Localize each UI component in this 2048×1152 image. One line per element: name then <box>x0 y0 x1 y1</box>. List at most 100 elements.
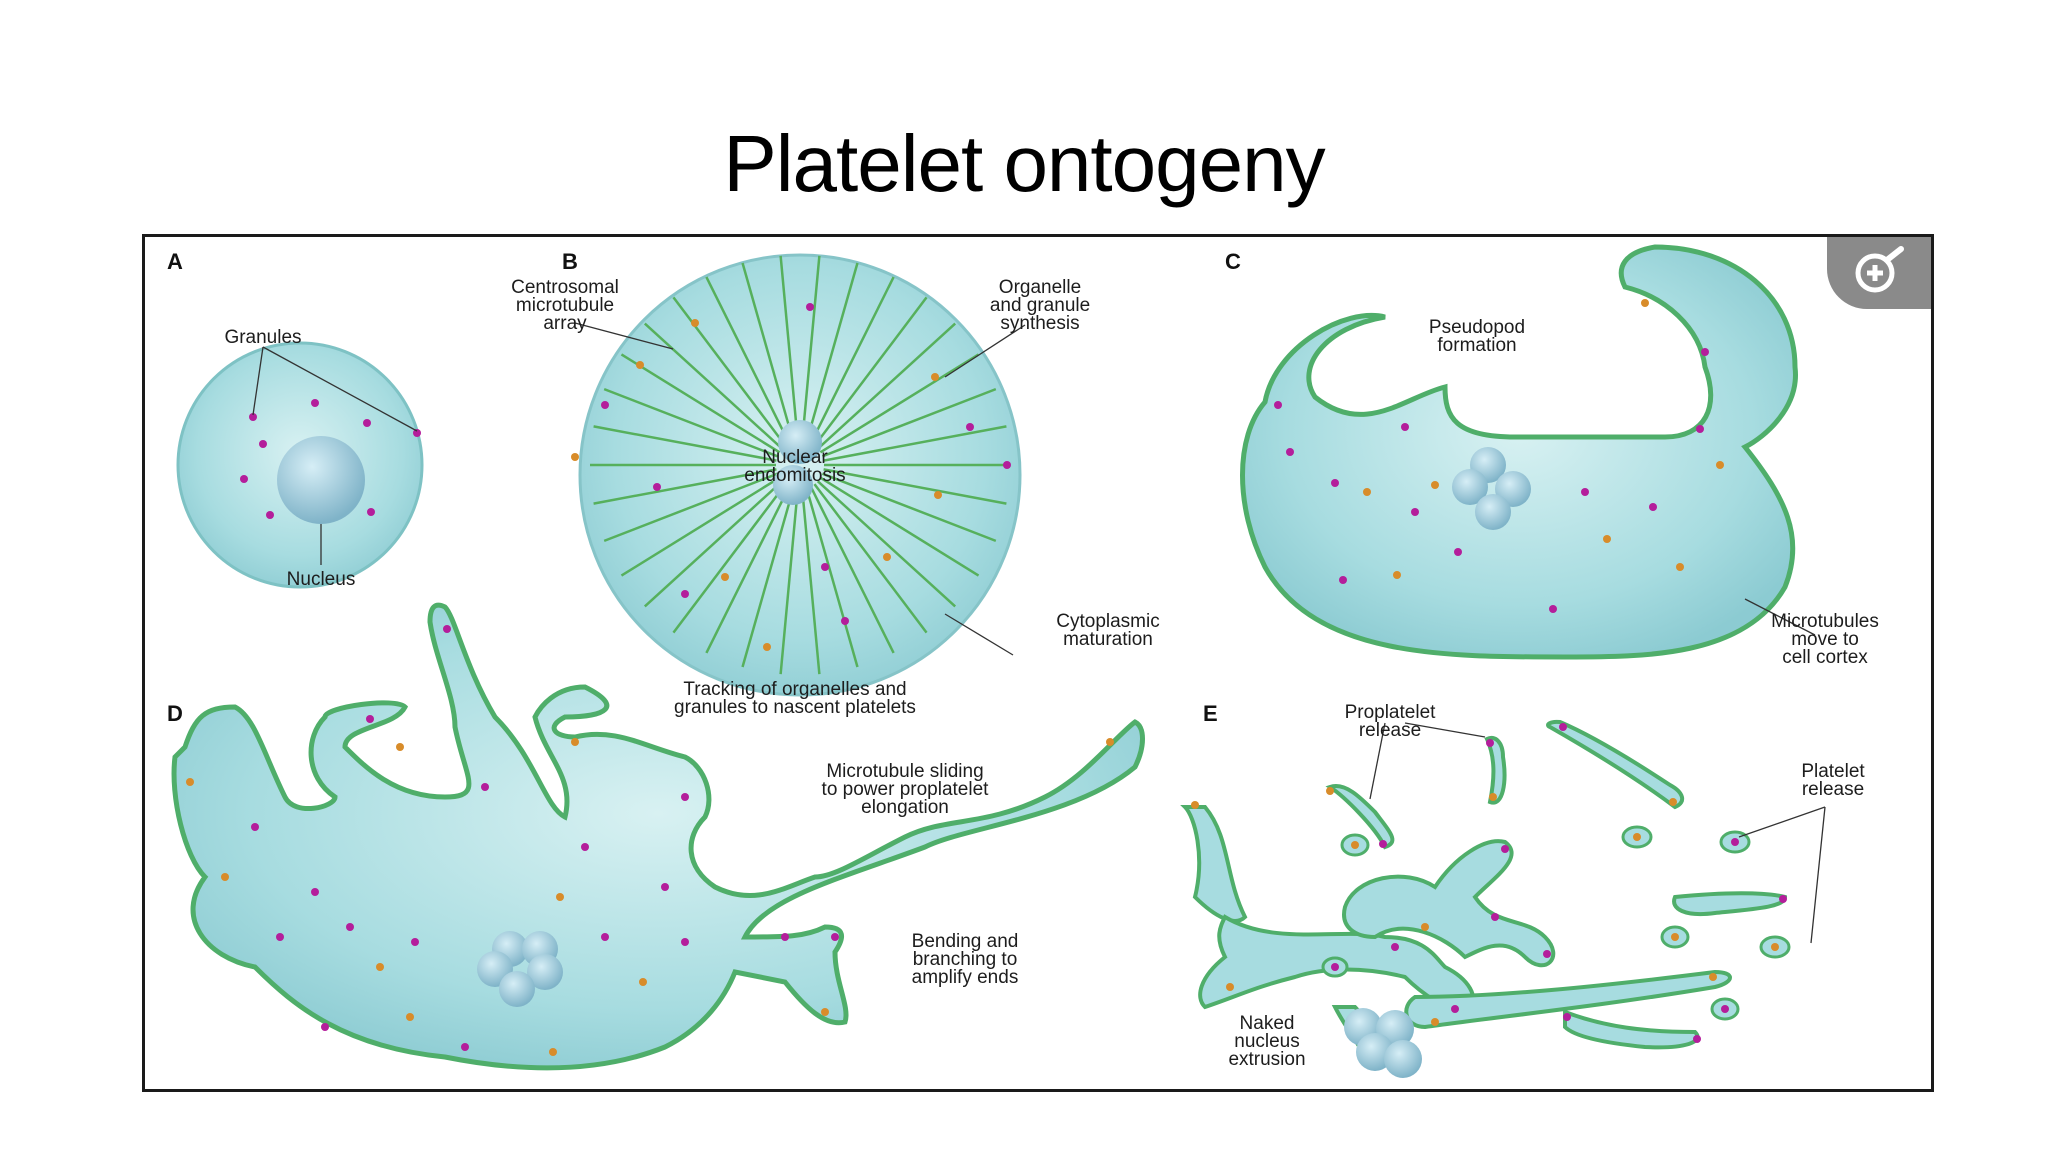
microtubule-ray <box>819 353 980 454</box>
microtubule-ray <box>823 425 1007 462</box>
microtubule-ray <box>643 480 784 608</box>
panel-a-granules <box>240 399 421 519</box>
microtubule-ray <box>620 476 781 577</box>
microtubule-ray <box>741 262 795 443</box>
svg-text:endomitosis: endomitosis <box>744 465 845 486</box>
svg-text:branching to: branching to <box>913 949 1018 970</box>
microtubule-ray <box>819 476 980 577</box>
svg-text:move to: move to <box>1791 629 1859 650</box>
svg-text:release: release <box>1802 779 1864 800</box>
svg-text:elongation: elongation <box>861 797 949 818</box>
svg-text:Cytoplasmic: Cytoplasmic <box>1056 611 1159 632</box>
label-sliding: Microtubule sliding to power proplatelet… <box>822 761 990 818</box>
panel-d-nucleus-cluster <box>477 931 563 1007</box>
svg-text:formation: formation <box>1437 335 1516 356</box>
panel-e-granules <box>1191 723 1787 1043</box>
diagram-canvas: A Granules Nucleus B <box>167 244 1879 1078</box>
microtubule-ray <box>603 387 779 458</box>
panel-b-letter: B <box>562 249 578 274</box>
microtubule-ray <box>603 472 779 543</box>
svg-text:Nuclear: Nuclear <box>762 447 828 468</box>
microtubule-ray <box>813 483 928 634</box>
label-centrosomal: Centrosomal microtubule array <box>511 277 619 334</box>
zoom-button[interactable] <box>1827 237 1931 309</box>
panel-c-cell <box>1240 244 1798 660</box>
panel-b: B Centrosomal microtubule array <box>511 249 1160 697</box>
svg-text:cell cortex: cell cortex <box>1782 647 1868 668</box>
microtubule-ray <box>813 296 928 447</box>
svg-text:Centrosomal: Centrosomal <box>511 277 619 298</box>
label-tracking: Tracking of organelles and granules to n… <box>674 679 916 718</box>
microtubule-ray <box>805 262 859 443</box>
svg-text:Tracking of organelles and: Tracking of organelles and <box>683 679 906 700</box>
svg-text:and granule: and granule <box>990 295 1090 316</box>
label-pseudopod: Pseudopod formation <box>1429 317 1525 356</box>
microtubule-ray <box>672 483 787 634</box>
svg-text:nucleus: nucleus <box>1234 1031 1300 1052</box>
panel-a-letter: A <box>167 249 183 274</box>
label-naked-nucleus: Naked nucleus extrusion <box>1228 1013 1305 1070</box>
microtubule-ray <box>779 255 800 442</box>
label-nuclear-endomitosis: Nuclear endomitosis <box>744 447 845 486</box>
panel-b-granules <box>571 303 1011 651</box>
panel-a-nucleus <box>277 436 365 524</box>
microtubule-ray <box>821 472 997 543</box>
microtubule-ray <box>800 255 821 442</box>
svg-text:Bending and: Bending and <box>912 931 1019 952</box>
panel-c: C Pseudopod <box>1225 244 1879 668</box>
label-bending: Bending and branching to amplify ends <box>912 931 1019 988</box>
microtubule-ray <box>705 276 791 445</box>
label-organelle: Organelle and granule synthesis <box>990 277 1090 334</box>
panel-c-granules <box>1274 299 1724 613</box>
svg-text:release: release <box>1359 720 1421 741</box>
svg-text:Microtubule sliding: Microtubule sliding <box>826 761 983 782</box>
zoom-in-magnifier-icon <box>1855 246 1904 293</box>
svg-text:Naked: Naked <box>1240 1013 1295 1034</box>
label-granules: Granules <box>224 327 301 348</box>
microtubule-ray <box>816 480 957 608</box>
label-proplatelet-release: Proplatelet release <box>1345 702 1437 741</box>
microtubule-ray <box>809 485 895 654</box>
panel-d: D <box>167 602 1145 1071</box>
svg-text:granules to nascent platelets: granules to nascent platelets <box>674 697 916 718</box>
panel-d-granules <box>186 625 1114 1056</box>
svg-text:maturation: maturation <box>1063 629 1153 650</box>
microtubule-ray <box>816 322 957 450</box>
label-platelet-release: Platelet release <box>1801 761 1865 800</box>
microtubule-ray <box>779 488 800 675</box>
microtubule-ray <box>620 353 781 454</box>
svg-text:synthesis: synthesis <box>1000 313 1079 334</box>
microtubule-ray <box>809 276 895 445</box>
panel-c-nucleus-cluster <box>1452 447 1531 530</box>
label-microtubules-cortex: Microtubules move to cell cortex <box>1771 611 1879 668</box>
label-cytoplasmic: Cytoplasmic maturation <box>1056 611 1159 650</box>
svg-text:Microtubules: Microtubules <box>1771 611 1879 632</box>
panel-b-nucleus-top <box>778 420 822 464</box>
microtubule-ray <box>593 425 777 462</box>
panel-e-naked-nucleus <box>1344 1008 1422 1078</box>
microtubule-ray <box>805 487 859 668</box>
svg-text:Proplatelet: Proplatelet <box>1345 702 1437 723</box>
platelet-ontogeny-figure: A Granules Nucleus B <box>142 234 1934 1092</box>
panel-e-letter: E <box>1203 701 1218 726</box>
svg-text:amplify ends: amplify ends <box>912 967 1019 988</box>
svg-text:Pseudopod: Pseudopod <box>1429 317 1525 338</box>
microtubule-ray <box>593 468 777 505</box>
svg-text:to power proplatelet: to power proplatelet <box>822 779 990 800</box>
svg-text:microtubule: microtubule <box>516 295 614 316</box>
panel-d-letter: D <box>167 701 183 726</box>
panel-e: E <box>1180 701 1865 1078</box>
svg-text:extrusion: extrusion <box>1228 1049 1305 1070</box>
panel-d-cell <box>171 602 1145 1071</box>
microtubule-rays <box>590 255 1010 675</box>
svg-text:Organelle: Organelle <box>999 277 1081 298</box>
microtubule-ray <box>705 485 791 654</box>
panel-a: A Granules Nucleus <box>167 249 424 590</box>
microtubule-ray <box>741 487 795 668</box>
microtubule-ray <box>823 468 1007 505</box>
svg-text:array: array <box>543 313 587 334</box>
microtubule-ray <box>643 322 784 450</box>
panel-b-nucleus-bottom <box>773 465 813 505</box>
panel-c-letter: C <box>1225 249 1241 274</box>
microtubule-ray <box>821 387 997 458</box>
